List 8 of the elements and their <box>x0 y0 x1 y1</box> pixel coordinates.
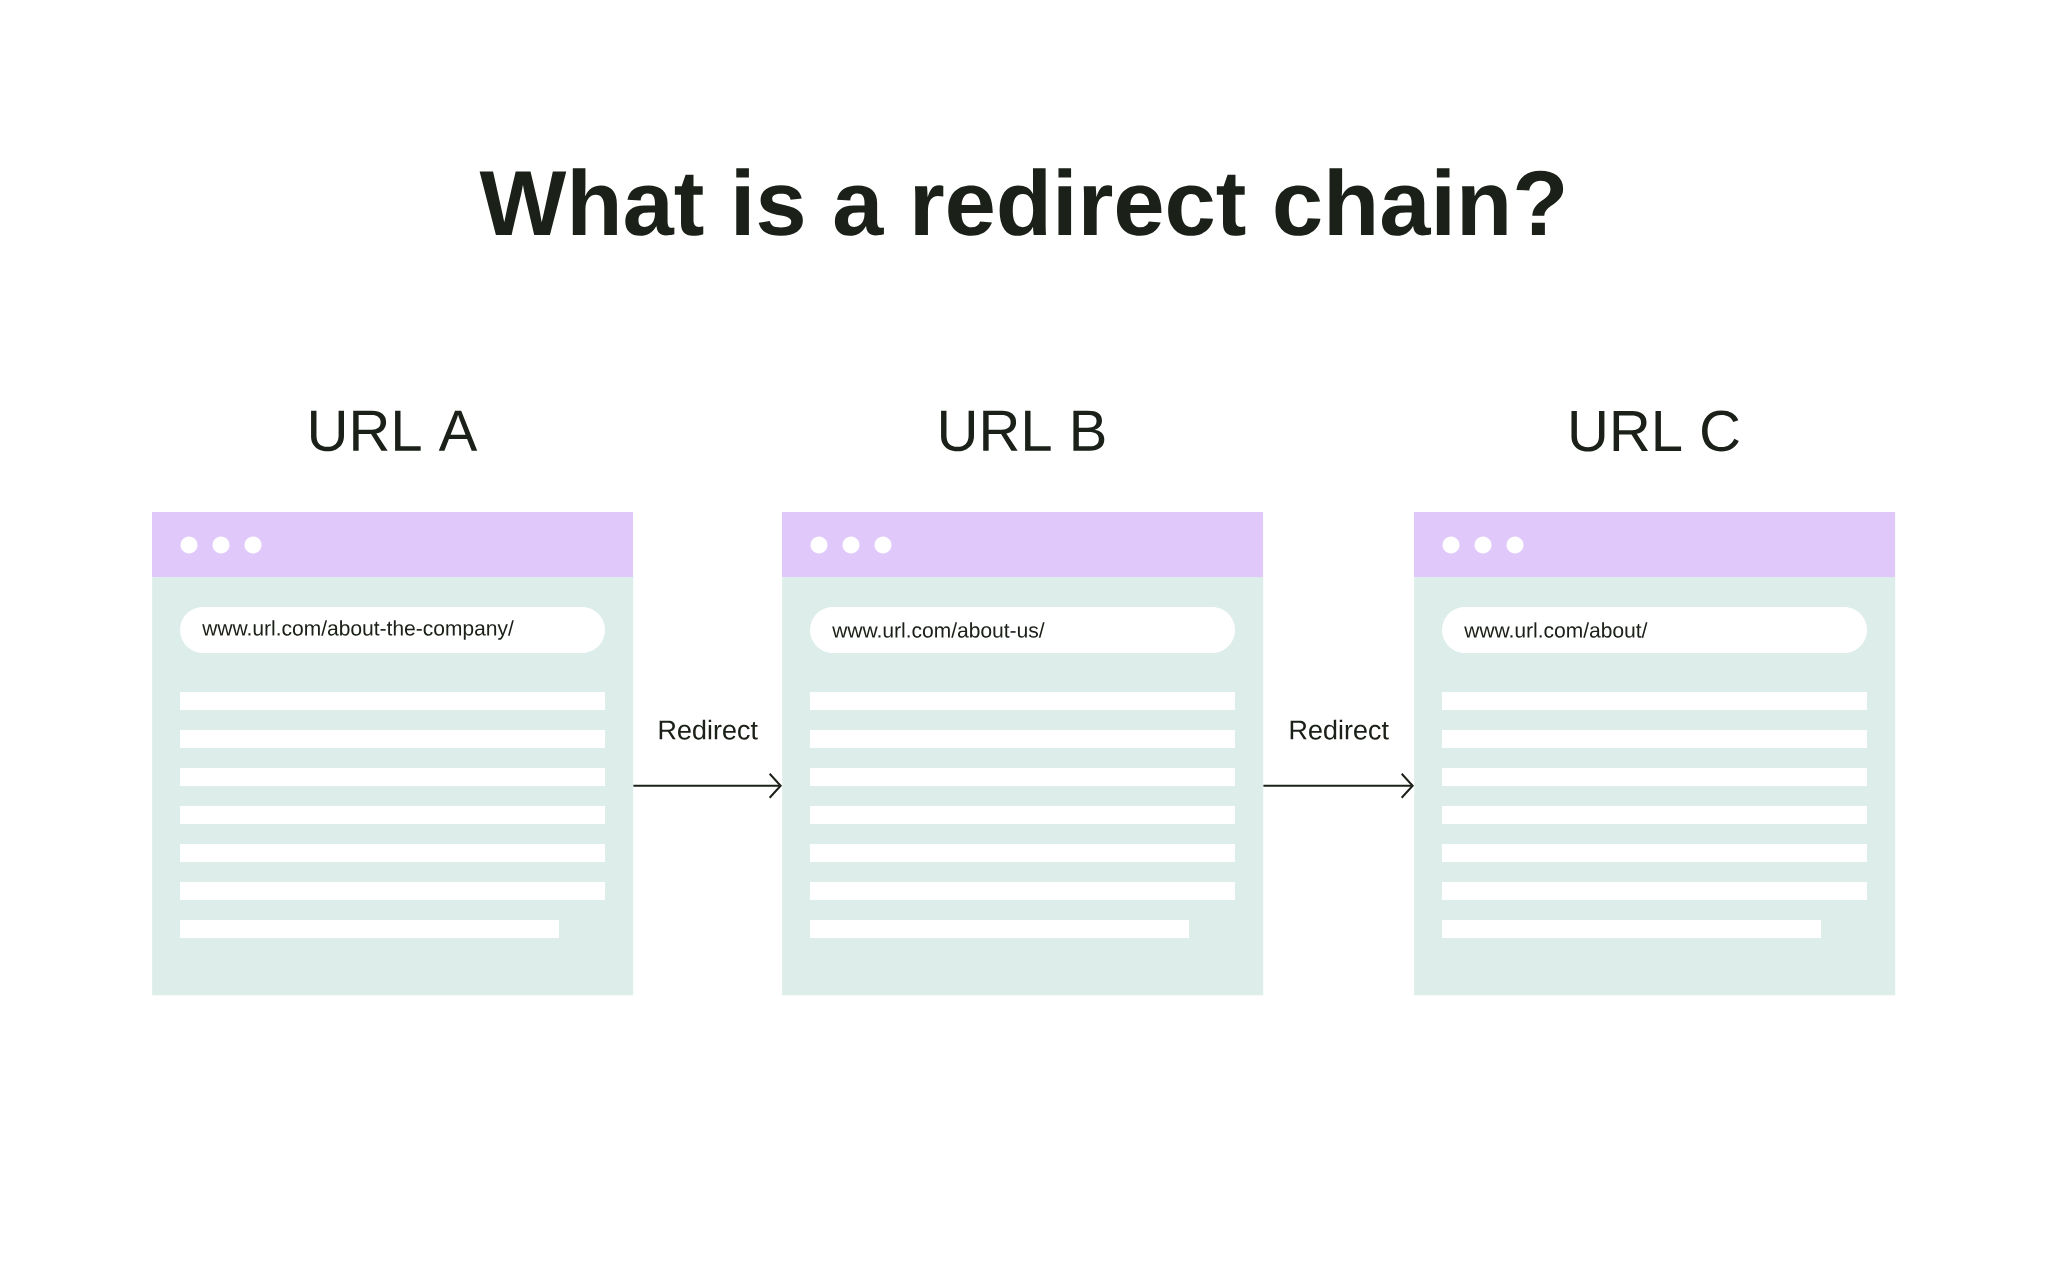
url-heading: URL A <box>311 410 478 452</box>
url-heading: URL B <box>941 410 1105 452</box>
edge-label: Redirect <box>1290 719 1389 740</box>
arrow <box>632 772 782 799</box>
title: What is a redirect chain? <box>479 168 1564 236</box>
arrow <box>1262 772 1414 799</box>
url-heading: URL C <box>1571 410 1739 452</box>
edge-label: Redirect <box>659 719 758 740</box>
